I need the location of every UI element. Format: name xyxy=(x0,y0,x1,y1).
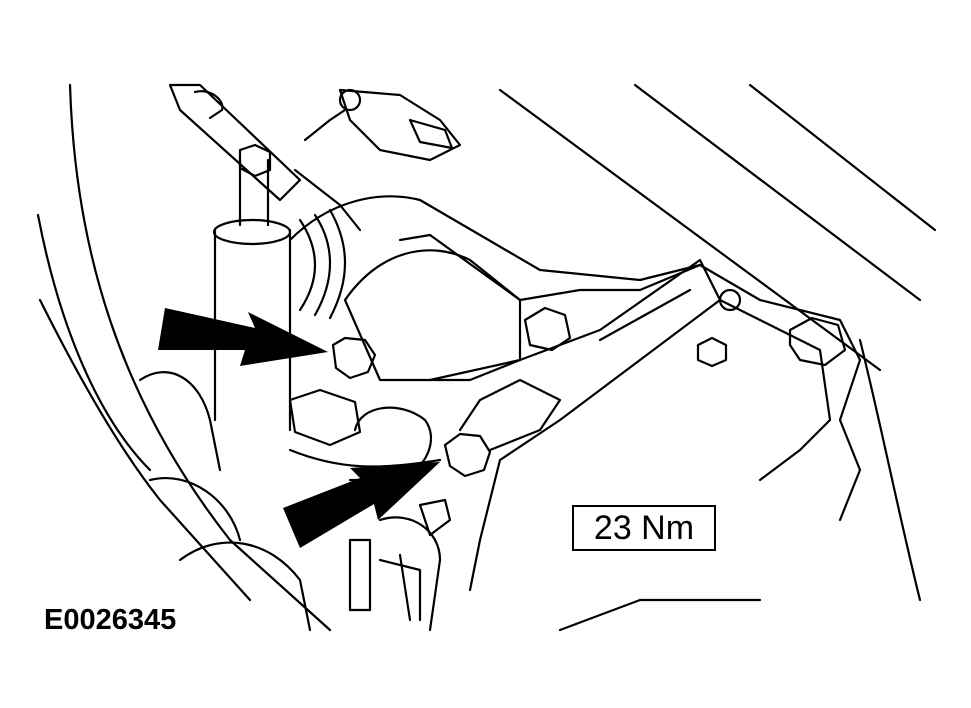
shaft-lower xyxy=(348,538,372,612)
housing-boot xyxy=(298,208,346,320)
housing-cylinder xyxy=(343,249,522,382)
bolt-head-top xyxy=(338,88,362,112)
frame-line-left xyxy=(68,83,332,632)
gear-part xyxy=(418,498,452,537)
rod-top-left xyxy=(168,83,302,202)
torque-spec-label: 23 Nm xyxy=(572,505,716,551)
frame-line-top-right-3 xyxy=(498,88,882,372)
frame-line-bottom xyxy=(558,598,762,632)
housing-seam xyxy=(398,233,522,302)
left-part-2 xyxy=(148,477,242,542)
bolt-lower-target xyxy=(443,432,492,478)
hex-nut-lower xyxy=(288,388,362,447)
frame-line-top-right-2 xyxy=(748,83,937,232)
hole xyxy=(718,288,742,312)
housing-rib-2 xyxy=(598,288,692,342)
frame-line-left-2 xyxy=(36,213,152,472)
bolt-shaft-lower xyxy=(458,378,562,452)
nut-lower xyxy=(696,336,728,368)
arrow-pointer-icon xyxy=(283,462,440,548)
boot-lower xyxy=(378,553,422,622)
rod-end xyxy=(193,90,224,120)
column-top xyxy=(212,218,292,246)
cable-2 xyxy=(293,168,362,232)
housing-face xyxy=(718,298,832,482)
arrow-pointer-icon xyxy=(158,308,328,366)
bottom-curve xyxy=(178,541,312,632)
bolt-upper-target xyxy=(331,336,377,380)
pin-top xyxy=(408,118,454,150)
gear-lower xyxy=(378,516,442,632)
cable xyxy=(303,108,347,142)
bracket-top xyxy=(338,88,462,162)
bracket-lower xyxy=(288,448,442,468)
bolt-mid xyxy=(523,306,572,352)
frame-line-lower-left xyxy=(38,298,252,602)
left-part xyxy=(138,371,222,472)
figure-id: E0026345 xyxy=(44,604,177,636)
nut-top xyxy=(238,143,272,178)
frame-line-top-right-1 xyxy=(633,83,922,302)
housing-body xyxy=(288,195,862,522)
bolt-right xyxy=(788,316,847,367)
frame-line-right xyxy=(858,338,922,602)
housing-rib xyxy=(518,263,702,302)
